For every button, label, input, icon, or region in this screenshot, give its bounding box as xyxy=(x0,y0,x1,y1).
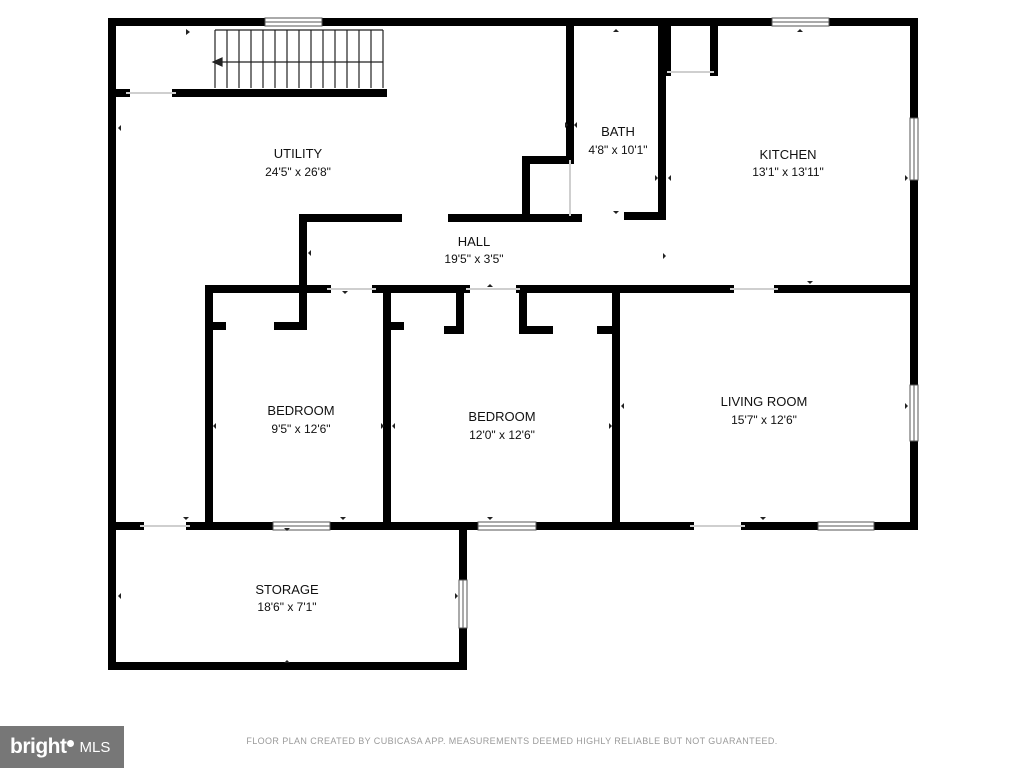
logo-word: bright xyxy=(10,735,67,758)
measurement-markers xyxy=(118,29,908,663)
room-dimensions: 13'1" x 13'11" xyxy=(752,165,824,179)
bright-mls-logo: bright MLS xyxy=(0,726,124,768)
room-dimensions: 15'7" x 12'6" xyxy=(731,413,797,427)
room-dimensions: 12'0" x 12'6" xyxy=(469,428,535,442)
room-label-bedroom-1: BEDROOM 9'5" x 12'6" xyxy=(267,403,334,436)
room-name: HALL xyxy=(458,234,491,249)
room-label-hall: HALL 19'5" x 3'5" xyxy=(444,234,503,266)
room-dimensions: 4'8" x 10'1" xyxy=(588,143,647,157)
stairs xyxy=(211,29,384,88)
room-name: BEDROOM xyxy=(468,409,535,424)
room-label-living-room: LIVING ROOM 15'7" x 12'6" xyxy=(721,394,808,427)
room-label-kitchen: KITCHEN 13'1" x 13'11" xyxy=(752,147,824,179)
room-dimensions: 18'6" x 7'1" xyxy=(257,600,316,614)
walls xyxy=(108,18,918,670)
windows xyxy=(264,17,919,629)
room-label-storage: STORAGE 18'6" x 7'1" xyxy=(255,582,319,614)
room-name: STORAGE xyxy=(255,582,319,597)
room-label-utility: UTILITY 24'5" x 26'8" xyxy=(265,146,331,179)
room-label-bath: BATH 4'8" x 10'1" xyxy=(588,124,647,157)
room-dimensions: 24'5" x 26'8" xyxy=(265,165,331,179)
room-dimensions: 19'5" x 3'5" xyxy=(444,252,503,266)
disclaimer-text: FLOOR PLAN CREATED BY CUBICASA APP. MEAS… xyxy=(246,736,778,746)
room-name: BEDROOM xyxy=(267,403,334,418)
logo-suffix: MLS xyxy=(79,738,111,756)
room-name: BATH xyxy=(601,124,635,139)
room-name: KITCHEN xyxy=(759,147,816,162)
room-label-bedroom-2: BEDROOM 12'0" x 12'6" xyxy=(468,409,535,442)
room-dimensions: 9'5" x 12'6" xyxy=(271,422,330,436)
logo-dot-icon xyxy=(67,739,75,747)
room-name: UTILITY xyxy=(274,146,323,161)
door-openings xyxy=(126,71,778,527)
room-name: LIVING ROOM xyxy=(721,394,808,409)
